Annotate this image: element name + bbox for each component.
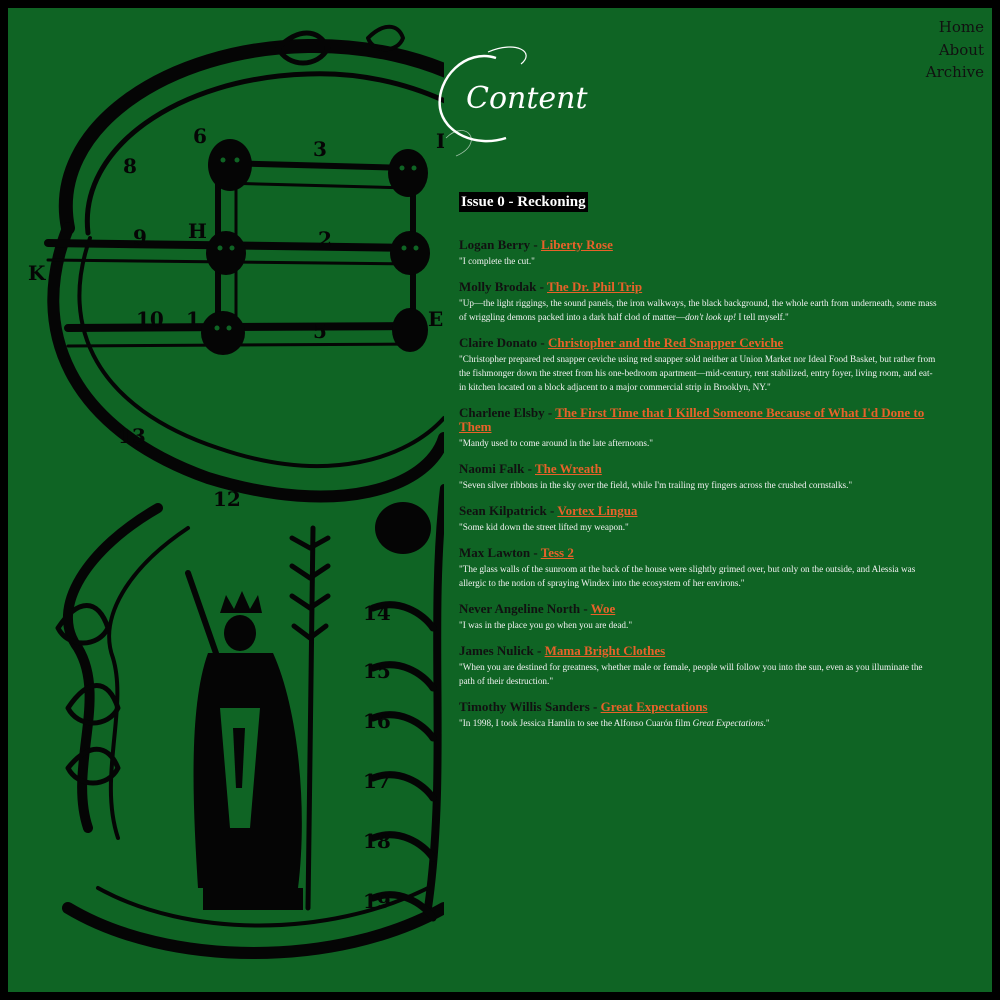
- entry-author: James Nulick: [459, 643, 534, 658]
- entry-heading: Charlene Elsby - The First Time that I K…: [459, 406, 939, 434]
- entry-title-link[interactable]: Christopher and the Red Snapper Ceviche: [547, 335, 784, 350]
- entry: James Nulick - Mama Bright Clothes "When…: [459, 644, 939, 688]
- illustration-number: 17: [363, 769, 391, 793]
- illustration-number: 15: [363, 659, 391, 683]
- nav-home-link[interactable]: Home: [938, 18, 984, 36]
- entry-author: Naomi Falk: [459, 461, 525, 476]
- page-frame: 6 3 D 4 8 H 9 2 K 10 1 5 E 13 12 14 15 1…: [8, 8, 992, 992]
- entry-quote: "The glass walls of the sunroom at the b…: [459, 564, 916, 588]
- nav-archive-link[interactable]: Archive: [925, 63, 984, 81]
- entry-heading: Naomi Falk - The Wreath: [459, 462, 939, 476]
- illustration-number: 2: [318, 227, 332, 251]
- entry: Max Lawton - Tess 2 "The glass walls of …: [459, 546, 939, 590]
- entry-separator: -: [530, 545, 541, 560]
- entry-quote: "When you are destined for greatness, wh…: [459, 662, 923, 686]
- illustration-number: 16: [363, 709, 391, 733]
- illustration-number: 14: [363, 601, 391, 625]
- entry-quote: "Christopher prepared red snapper cevich…: [459, 354, 936, 392]
- entry-heading: Logan Berry - Liberty Rose: [459, 238, 939, 252]
- woodcut-illustration: 6 3 D 4 8 H 9 2 K 10 1 5 E 13 12 14 15 1…: [8, 8, 444, 992]
- illustration-number: 9: [133, 225, 147, 249]
- entry-heading: Molly Brodak - The Dr. Phil Trip: [459, 280, 939, 294]
- entry-quote: "Up—the light riggings, the sound panels…: [459, 296, 939, 324]
- entry-heading: James Nulick - Mama Bright Clothes: [459, 644, 939, 658]
- illustration-number: 19: [363, 889, 391, 913]
- entry-title-link[interactable]: Woe: [590, 601, 616, 616]
- logo-text: Content: [466, 81, 588, 116]
- entry-separator: -: [544, 405, 556, 420]
- entry-quote: "Some kid down the street lifted my weap…: [459, 522, 629, 532]
- entry-heading: Sean Kilpatrick - Vortex Lingua: [459, 504, 939, 518]
- entry: Molly Brodak - The Dr. Phil Trip "Up—the…: [459, 280, 939, 324]
- issue-title: Issue 0 - Reckoning: [459, 192, 588, 212]
- entry-title-link[interactable]: The First Time that I Killed Someone Bec…: [459, 405, 925, 434]
- entry: Never Angeline North - Woe "I was in the…: [459, 602, 939, 632]
- entry-author: Sean Kilpatrick: [459, 503, 547, 518]
- entry-author: Never Angeline North: [459, 601, 581, 616]
- entry: Claire Donato - Christopher and the Red …: [459, 336, 939, 394]
- entry-title-link[interactable]: Tess 2: [540, 545, 574, 560]
- entry-quote-part: .": [763, 718, 770, 728]
- entry-quote-part: "Up—the light riggings, the sound panels…: [459, 298, 937, 322]
- entry-quote: "In 1998, I took Jessica Hamlin to see t…: [459, 716, 939, 730]
- entry-separator: -: [524, 461, 535, 476]
- entry-separator: -: [533, 643, 545, 658]
- illustration-number: D: [436, 129, 444, 153]
- entry-quote: "Mandy used to come around in the late a…: [459, 438, 654, 448]
- illustration-number: 5: [313, 319, 327, 343]
- entry-title-link[interactable]: Mama Bright Clothes: [544, 643, 666, 658]
- entry-heading: Never Angeline North - Woe: [459, 602, 939, 616]
- entry-author: Claire Donato: [459, 335, 538, 350]
- illustration-number: 6: [193, 124, 207, 148]
- entry-quote-part: I tell myself.": [736, 312, 789, 322]
- entry-author: Charlene Elsby: [459, 405, 545, 420]
- entry-title-link[interactable]: The Dr. Phil Trip: [547, 279, 643, 294]
- entry-author: Timothy Willis Sanders: [459, 699, 590, 714]
- entry-separator: -: [546, 503, 558, 518]
- entry-separator: -: [580, 601, 591, 616]
- illustration-number: 8: [123, 154, 137, 178]
- top-nav: Home About Archive: [926, 16, 984, 84]
- illustration-number: 3: [313, 137, 327, 161]
- entry: Charlene Elsby - The First Time that I K…: [459, 406, 939, 450]
- entry-quote-part: "In 1998, I took Jessica Hamlin to see t…: [459, 718, 693, 728]
- entry-quote: "Seven silver ribbons in the sky over th…: [459, 480, 853, 490]
- illustration-number: H: [188, 219, 207, 243]
- entry-author: Logan Berry: [459, 237, 531, 252]
- illustration-number: 18: [363, 829, 391, 853]
- entry-separator: -: [536, 279, 548, 294]
- illustration-svg: 6 3 D 4 8 H 9 2 K 10 1 5 E 13 12 14 15 1…: [28, 24, 444, 959]
- issue-contents: Issue 0 - Reckoning Logan Berry - Libert…: [459, 192, 939, 742]
- entry-heading: Timothy Willis Sanders - Great Expectati…: [459, 700, 939, 714]
- entry: Timothy Willis Sanders - Great Expectati…: [459, 700, 939, 730]
- illustration-number: 10: [136, 307, 164, 331]
- illustration-number: 12: [213, 487, 241, 511]
- entry-quote: "I was in the place you go when you are …: [459, 620, 633, 630]
- entry: Logan Berry - Liberty Rose "I complete t…: [459, 238, 939, 268]
- entry-title-link[interactable]: The Wreath: [534, 461, 602, 476]
- entry-separator: -: [530, 237, 541, 252]
- entry-title-link[interactable]: Liberty Rose: [540, 237, 613, 252]
- entry-separator: -: [537, 335, 548, 350]
- entry-quote-emphasis: Great Expectations: [692, 718, 764, 728]
- illustration-number: 1: [186, 307, 200, 331]
- entry-heading: Claire Donato - Christopher and the Red …: [459, 336, 939, 350]
- entry-author: Molly Brodak: [459, 279, 537, 294]
- entry-heading: Max Lawton - Tess 2: [459, 546, 939, 560]
- entry: Sean Kilpatrick - Vortex Lingua "Some ki…: [459, 504, 939, 534]
- entry-quote-emphasis: don't look up!: [685, 312, 737, 322]
- illustration-number: 13: [118, 424, 146, 448]
- entry-author: Max Lawton: [459, 545, 531, 560]
- nav-about-link[interactable]: About: [938, 40, 984, 59]
- illustration-number: E: [428, 307, 443, 331]
- site-logo[interactable]: Content: [426, 38, 596, 158]
- illustration-number: K: [28, 261, 46, 285]
- entry: Naomi Falk - The Wreath "Seven silver ri…: [459, 462, 939, 492]
- entry-title-link[interactable]: Great Expectations: [600, 699, 708, 714]
- entry-separator: -: [589, 699, 601, 714]
- entry-quote: "I complete the cut.": [459, 256, 535, 266]
- entry-title-link[interactable]: Vortex Lingua: [557, 503, 638, 518]
